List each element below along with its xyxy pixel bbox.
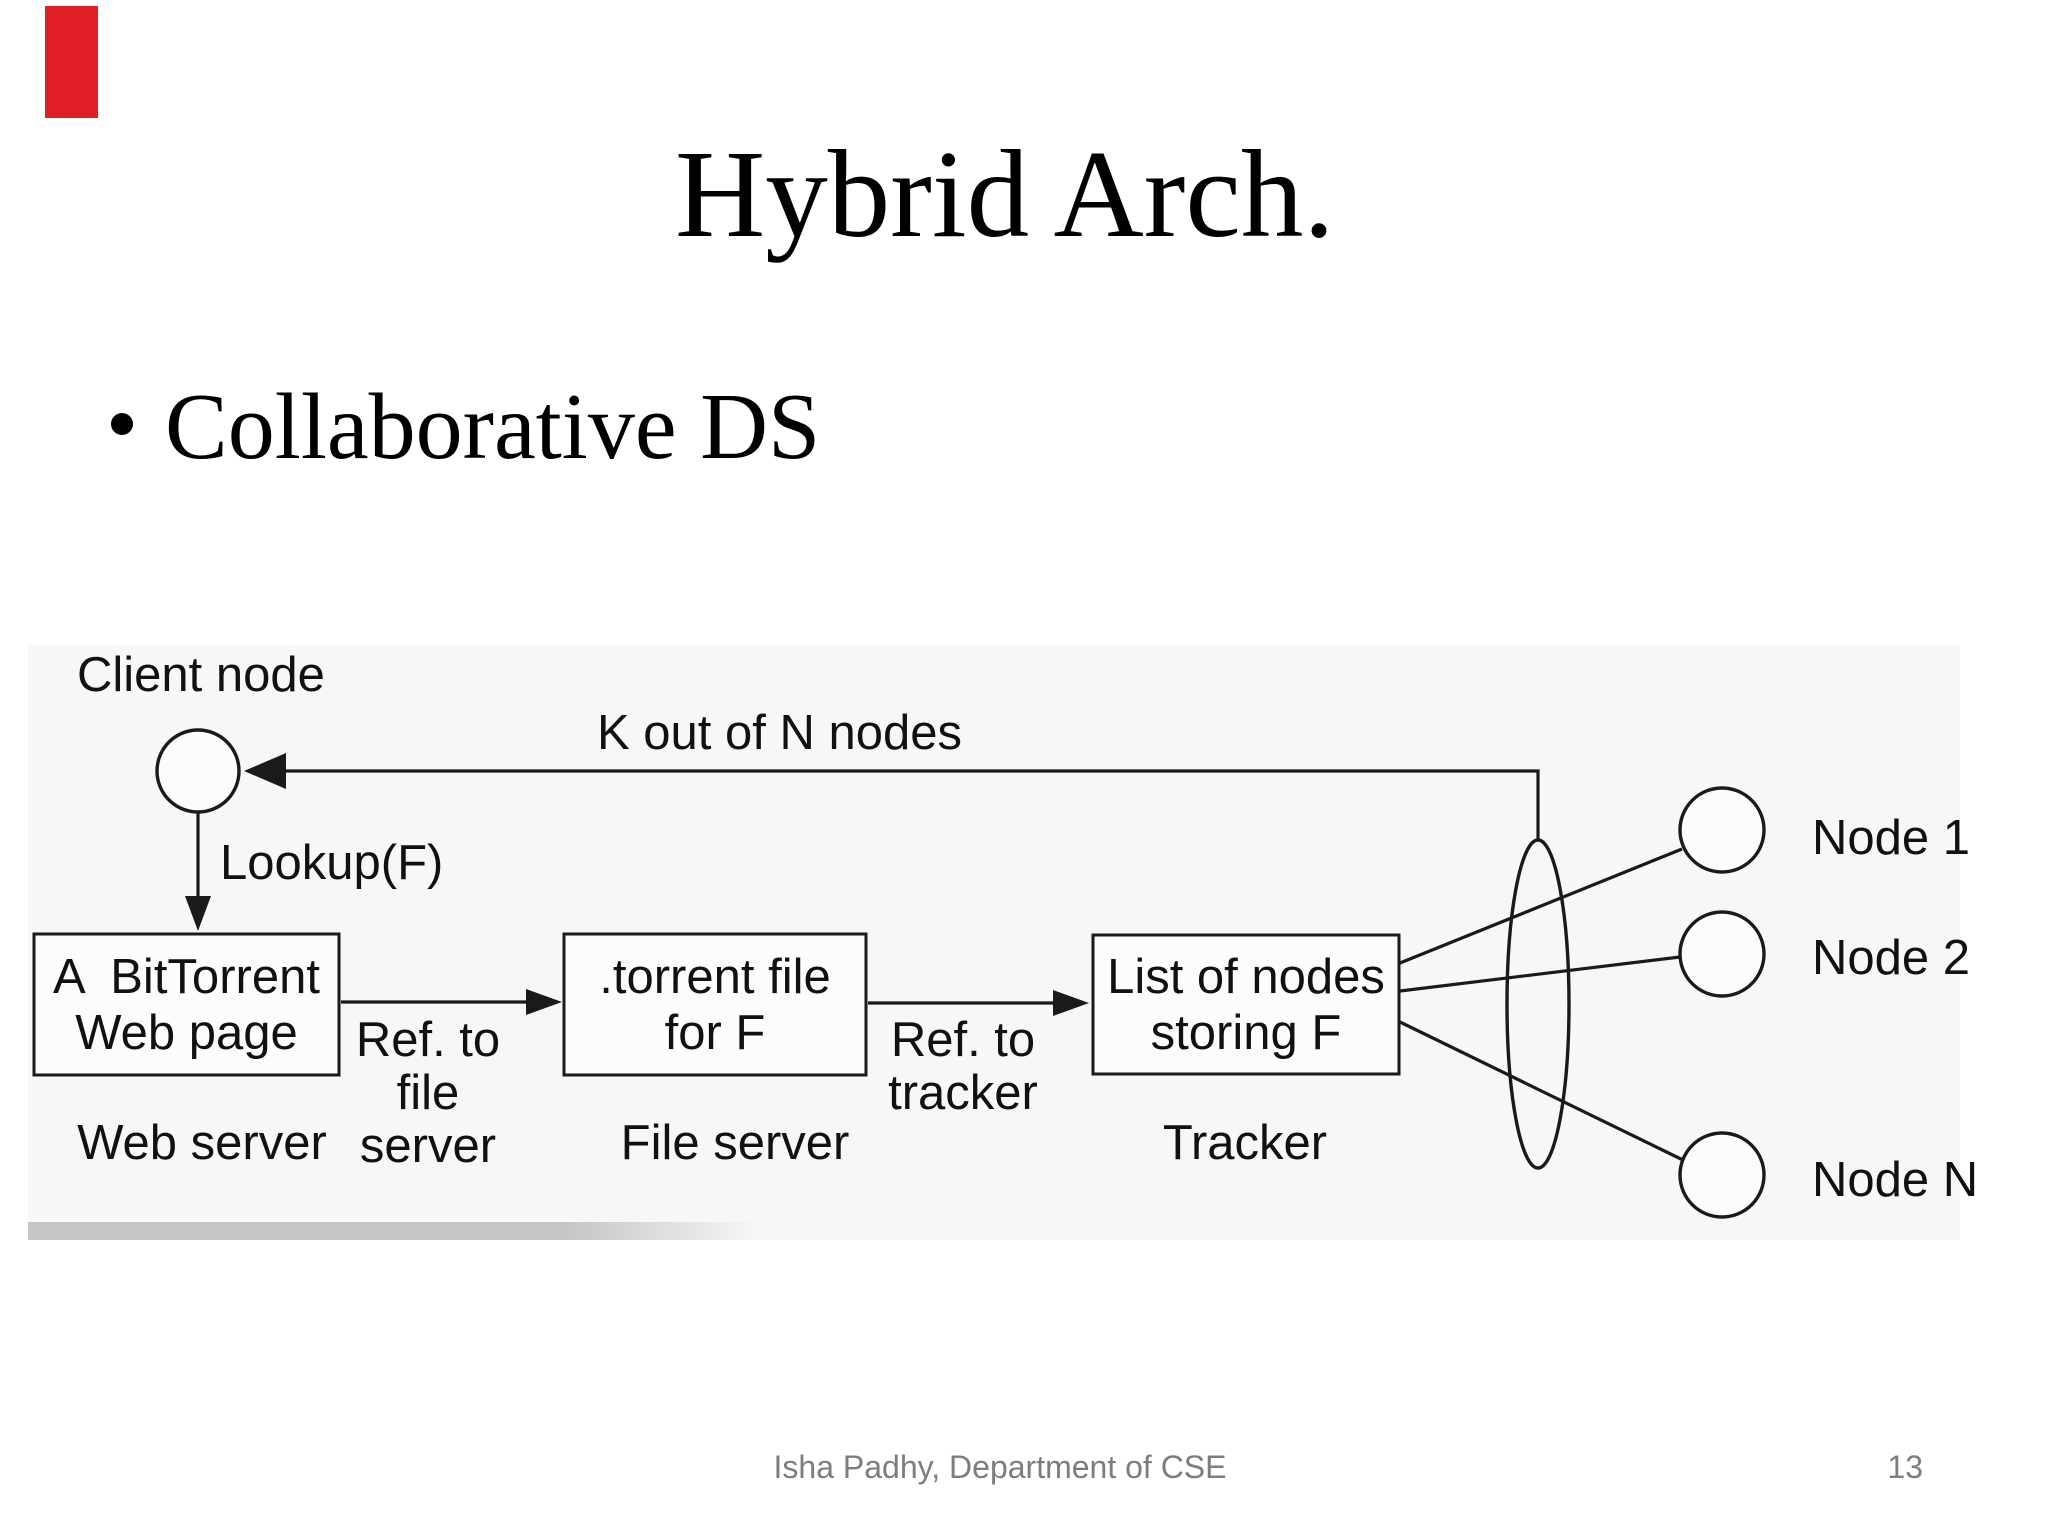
node-list-box-label: List of nodes storing F [1107,949,1385,1060]
torrent-file-box [562,932,868,1077]
ref-tracker-label: Ref. to tracker [888,1013,1038,1120]
fan-line-node1 [1399,847,1683,965]
node1-label: Node 1 [1812,811,1971,865]
noden-circle [1678,1131,1766,1219]
diagram-panel [28,645,1960,1240]
footer-text: Isha Padhy, Department of CSE [773,1449,1227,1485]
fan-line-node2 [1399,955,1681,993]
node2-label: Node 2 [1812,931,1971,985]
bullet-dot [111,413,133,435]
web-page-box-label: A BitTorrent Web page [53,949,320,1060]
lookup-label: Lookup(F) [220,836,444,890]
client-node-circle [155,728,241,814]
tracker-label: Tracker [1162,1116,1328,1170]
red-accent-bar [45,6,98,118]
k-out-of-n-label: K out of N nodes [597,706,963,760]
noden-label: Node N [1812,1153,1979,1207]
arrowhead-left-icon [244,753,286,789]
fan-line-noden [1399,1020,1686,1163]
node-list-box [1091,933,1401,1076]
arrowhead-right-icon [526,989,562,1015]
arrowhead-down-icon [185,896,211,931]
web-server-label: Web server [77,1116,327,1170]
ref-file-label: Ref. to file server [355,1013,501,1173]
web-page-box [32,932,341,1077]
node1-circle [1678,786,1766,874]
client-node-label: Client node [77,648,325,702]
k-out-of-n-line [284,769,1540,840]
file-server-label: File server [620,1116,850,1170]
node-group-ellipse [1505,838,1571,1170]
scan-artifact-band [28,1222,760,1240]
node2-circle [1678,910,1766,998]
slide-title: Hybrid Arch. [675,126,1335,264]
page-number: 13 [1887,1449,1923,1485]
arrowhead-right2-icon [1053,990,1089,1016]
torrent-file-box-label: .torrent file for F [599,949,831,1060]
bullet-text: Collaborative DS [165,375,821,479]
